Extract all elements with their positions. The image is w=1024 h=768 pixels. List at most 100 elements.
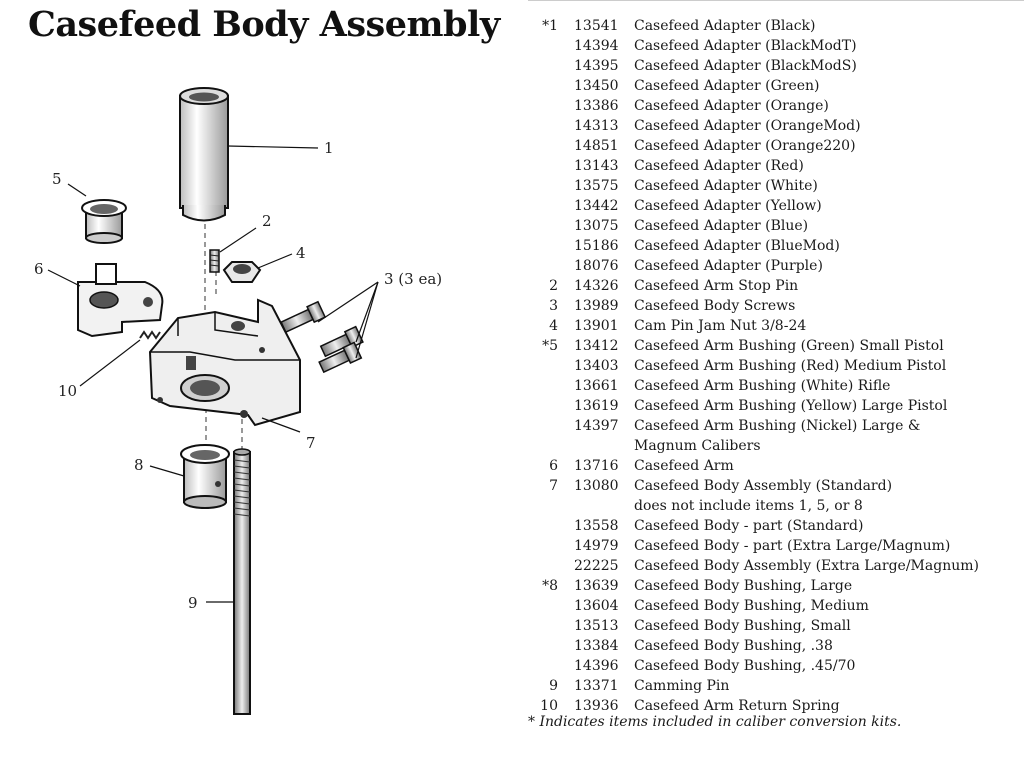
part-number: 14851 [574, 138, 619, 154]
part-number: 13075 [574, 218, 619, 234]
part-number: 13143 [574, 158, 619, 174]
casefeed-arm-part [77, 263, 164, 338]
top-rule [528, 0, 1024, 1]
parts-row: Magnum Calibers [528, 436, 1018, 456]
item-number [528, 216, 574, 236]
part-number: 14394 [574, 38, 619, 54]
part-description: Casefeed Arm [634, 458, 734, 474]
part-number: 13384 [574, 638, 619, 654]
callout-2: 2 [262, 212, 272, 230]
part-description: Magnum Calibers [634, 438, 761, 454]
item-number [528, 616, 574, 636]
part-number: 14395 [574, 58, 619, 74]
part-number: 13442 [574, 198, 619, 214]
part-description: Casefeed Adapter (BlackModS) [634, 58, 857, 74]
item-number [528, 656, 574, 676]
part-description: Casefeed Adapter (BlueMod) [634, 238, 840, 254]
part-description: Casefeed Adapter (Blue) [634, 218, 809, 234]
parts-row: 3 13989 Casefeed Body Screws [528, 296, 1018, 316]
callout-6: 6 [34, 260, 44, 278]
item-number [528, 396, 574, 416]
item-number [528, 116, 574, 136]
part-description: Casefeed Adapter (Yellow) [634, 198, 822, 214]
part-description: Casefeed Adapter (Purple) [634, 258, 823, 274]
part-number: 15186 [574, 238, 619, 254]
parts-row: 13075 Casefeed Adapter (Blue) [528, 216, 1018, 236]
callout-5: 5 [52, 170, 62, 188]
item-number [528, 516, 574, 536]
item-number [528, 556, 574, 576]
part-description: Casefeed Adapter (Black) [634, 18, 816, 34]
part-number: 13541 [574, 18, 619, 34]
part-number: 18076 [574, 258, 619, 274]
callout-4: 4 [296, 244, 306, 262]
arm-bushing-part [81, 199, 127, 244]
part-number: 14313 [574, 118, 619, 134]
callout-8: 8 [134, 456, 144, 474]
part-description: Casefeed Adapter (White) [634, 178, 818, 194]
item-number: *1 [542, 18, 558, 34]
part-description: Casefeed Body Bushing, .45/70 [634, 658, 856, 674]
part-number: 13513 [574, 618, 619, 634]
parts-row: does not include items 1, 5, or 8 [528, 496, 1018, 516]
item-number: 3 [549, 298, 558, 314]
item-number [528, 136, 574, 156]
part-description: Cam Pin Jam Nut 3/8-24 [634, 318, 807, 334]
parts-row: 18076 Casefeed Adapter (Purple) [528, 256, 1018, 276]
part-description: Casefeed Body Screws [634, 298, 796, 314]
part-number: 13403 [574, 358, 619, 374]
part-number: 14396 [574, 658, 619, 674]
part-description: Casefeed Arm Bushing (Green) Small Pisto… [634, 338, 944, 354]
part-description: Casefeed Arm Return Spring [634, 698, 840, 714]
part-number: 13371 [574, 678, 619, 694]
part-number: 13386 [574, 98, 619, 114]
part-number: 13661 [574, 378, 619, 394]
callout-9: 9 [188, 594, 198, 612]
item-number: 10 [540, 698, 558, 714]
item-number: *5 [542, 338, 558, 354]
item-number [528, 36, 574, 56]
item-number [528, 596, 574, 616]
parts-row: *1 13541 Casefeed Adapter (Black) [528, 16, 1018, 36]
part-number: 13936 [574, 698, 619, 714]
item-number [528, 356, 574, 376]
part-number: 13558 [574, 518, 619, 534]
casefeed-body-part [148, 298, 301, 427]
parts-row: 13386 Casefeed Adapter (Orange) [528, 96, 1018, 116]
item-number [528, 536, 574, 556]
part-description: Casefeed Adapter (Green) [634, 78, 820, 94]
page-title: Casefeed Body Assembly [28, 4, 500, 45]
part-description: Casefeed Body Assembly (Standard) [634, 478, 893, 494]
part-description: Casefeed Adapter (Orange) [634, 98, 829, 114]
item-number [528, 636, 574, 656]
callout-10: 10 [58, 382, 77, 400]
part-number: 14979 [574, 538, 619, 554]
callout-7: 7 [306, 434, 316, 452]
part-number: 22225 [574, 558, 619, 574]
parts-row: 15186 Casefeed Adapter (BlueMod) [528, 236, 1018, 256]
part-description: Casefeed Arm Bushing (White) Rifle [634, 378, 891, 394]
jam-nut-part [222, 261, 262, 283]
item-number: *8 [542, 578, 558, 594]
item-number: 9 [549, 678, 558, 694]
part-number: 13716 [574, 458, 619, 474]
part-number [574, 436, 634, 456]
item-number [528, 416, 574, 436]
part-number: 13604 [574, 598, 619, 614]
item-number: 6 [549, 458, 558, 474]
part-number: 13989 [574, 298, 619, 314]
